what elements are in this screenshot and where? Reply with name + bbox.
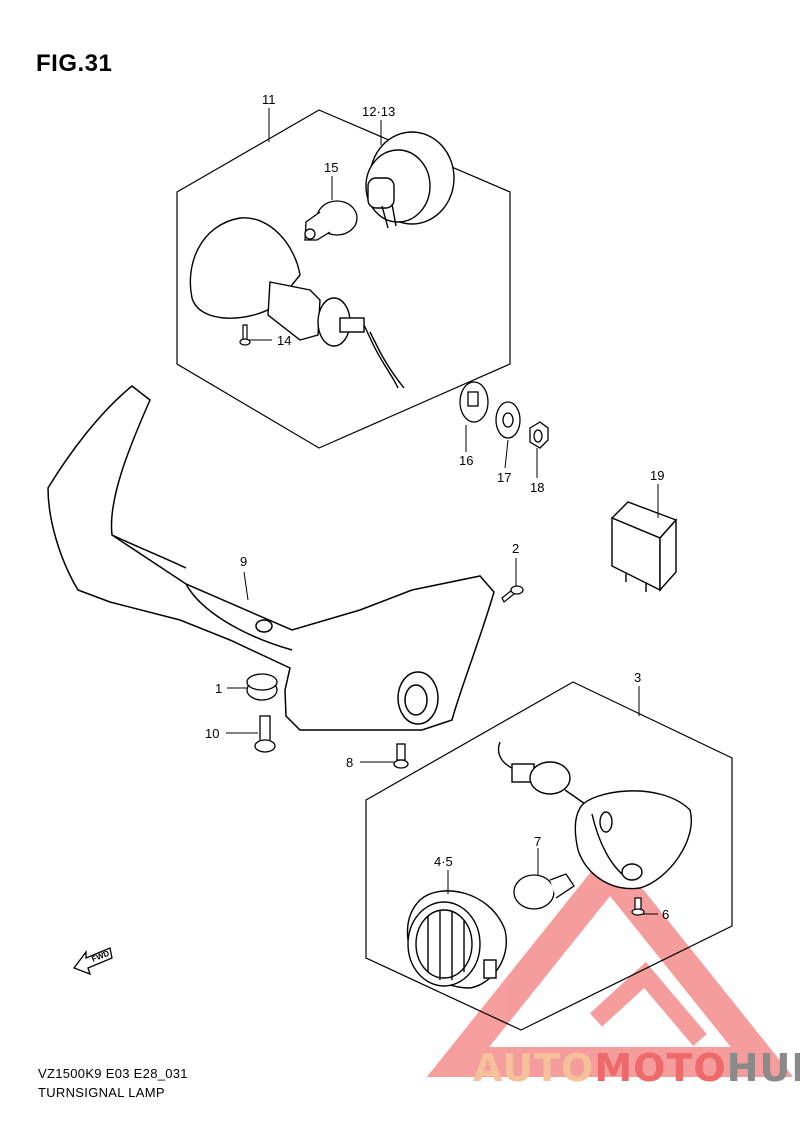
callout-3: 3 xyxy=(634,670,641,685)
callout-14: 14 xyxy=(277,333,291,348)
lamp-housing-bottom xyxy=(497,741,692,890)
watermark-part-auto: AUTO xyxy=(473,1046,595,1090)
callout-8: 8 xyxy=(346,755,353,770)
bulb-15 xyxy=(304,200,358,241)
nut-18 xyxy=(529,421,549,449)
watermark-part-moto: MOTO xyxy=(594,1046,727,1090)
washer-16 xyxy=(459,381,489,423)
callout-7: 7 xyxy=(534,834,541,849)
screw-14 xyxy=(239,324,251,346)
callout-12-13: 12·13 xyxy=(362,104,395,119)
watermark-triangle-logo xyxy=(426,847,794,1077)
figure-name: TURNSIGNAL LAMP xyxy=(38,1085,165,1100)
figure-title: FIG.31 xyxy=(36,50,113,77)
fwd-arrow: FWD xyxy=(72,947,113,976)
callout-labels: 11 12·13 15 14 16 17 18 19 2 9 1 10 8 3 … xyxy=(205,92,669,922)
washer-17 xyxy=(495,401,521,439)
grommet-1 xyxy=(246,673,278,701)
screw-6 xyxy=(631,897,645,916)
bolt-8 xyxy=(393,743,409,769)
lens-4-5 xyxy=(406,890,507,989)
assembly-box-11 xyxy=(176,109,511,449)
lamp-housing-top xyxy=(189,217,405,389)
leader-lines xyxy=(226,108,659,915)
callout-1: 1 xyxy=(215,681,222,696)
callout-17: 17 xyxy=(497,470,511,485)
bolt-10 xyxy=(254,715,276,753)
watermark-part-hub: HUB xyxy=(726,1046,800,1090)
callout-16: 16 xyxy=(459,453,473,468)
bulb-7 xyxy=(513,873,575,910)
watermark-text: AUTOMOTOHUB xyxy=(473,1046,800,1090)
callout-4-5: 4·5 xyxy=(434,854,453,869)
callout-9: 9 xyxy=(240,554,247,569)
callout-10: 10 xyxy=(205,726,219,741)
callout-6: 6 xyxy=(662,907,669,922)
assembly-box-3 xyxy=(365,681,733,1031)
callout-11: 11 xyxy=(262,92,276,107)
callout-2: 2 xyxy=(512,541,519,556)
callout-19: 19 xyxy=(650,468,664,483)
callout-15: 15 xyxy=(324,160,338,175)
callout-18: 18 xyxy=(530,480,544,495)
lens-ring-12-13 xyxy=(365,131,455,229)
model-code: VZ1500K9 E03 E28_031 xyxy=(38,1066,188,1081)
relay-19 xyxy=(610,501,678,592)
bracket-9 xyxy=(47,385,495,731)
screw-2 xyxy=(501,585,524,603)
